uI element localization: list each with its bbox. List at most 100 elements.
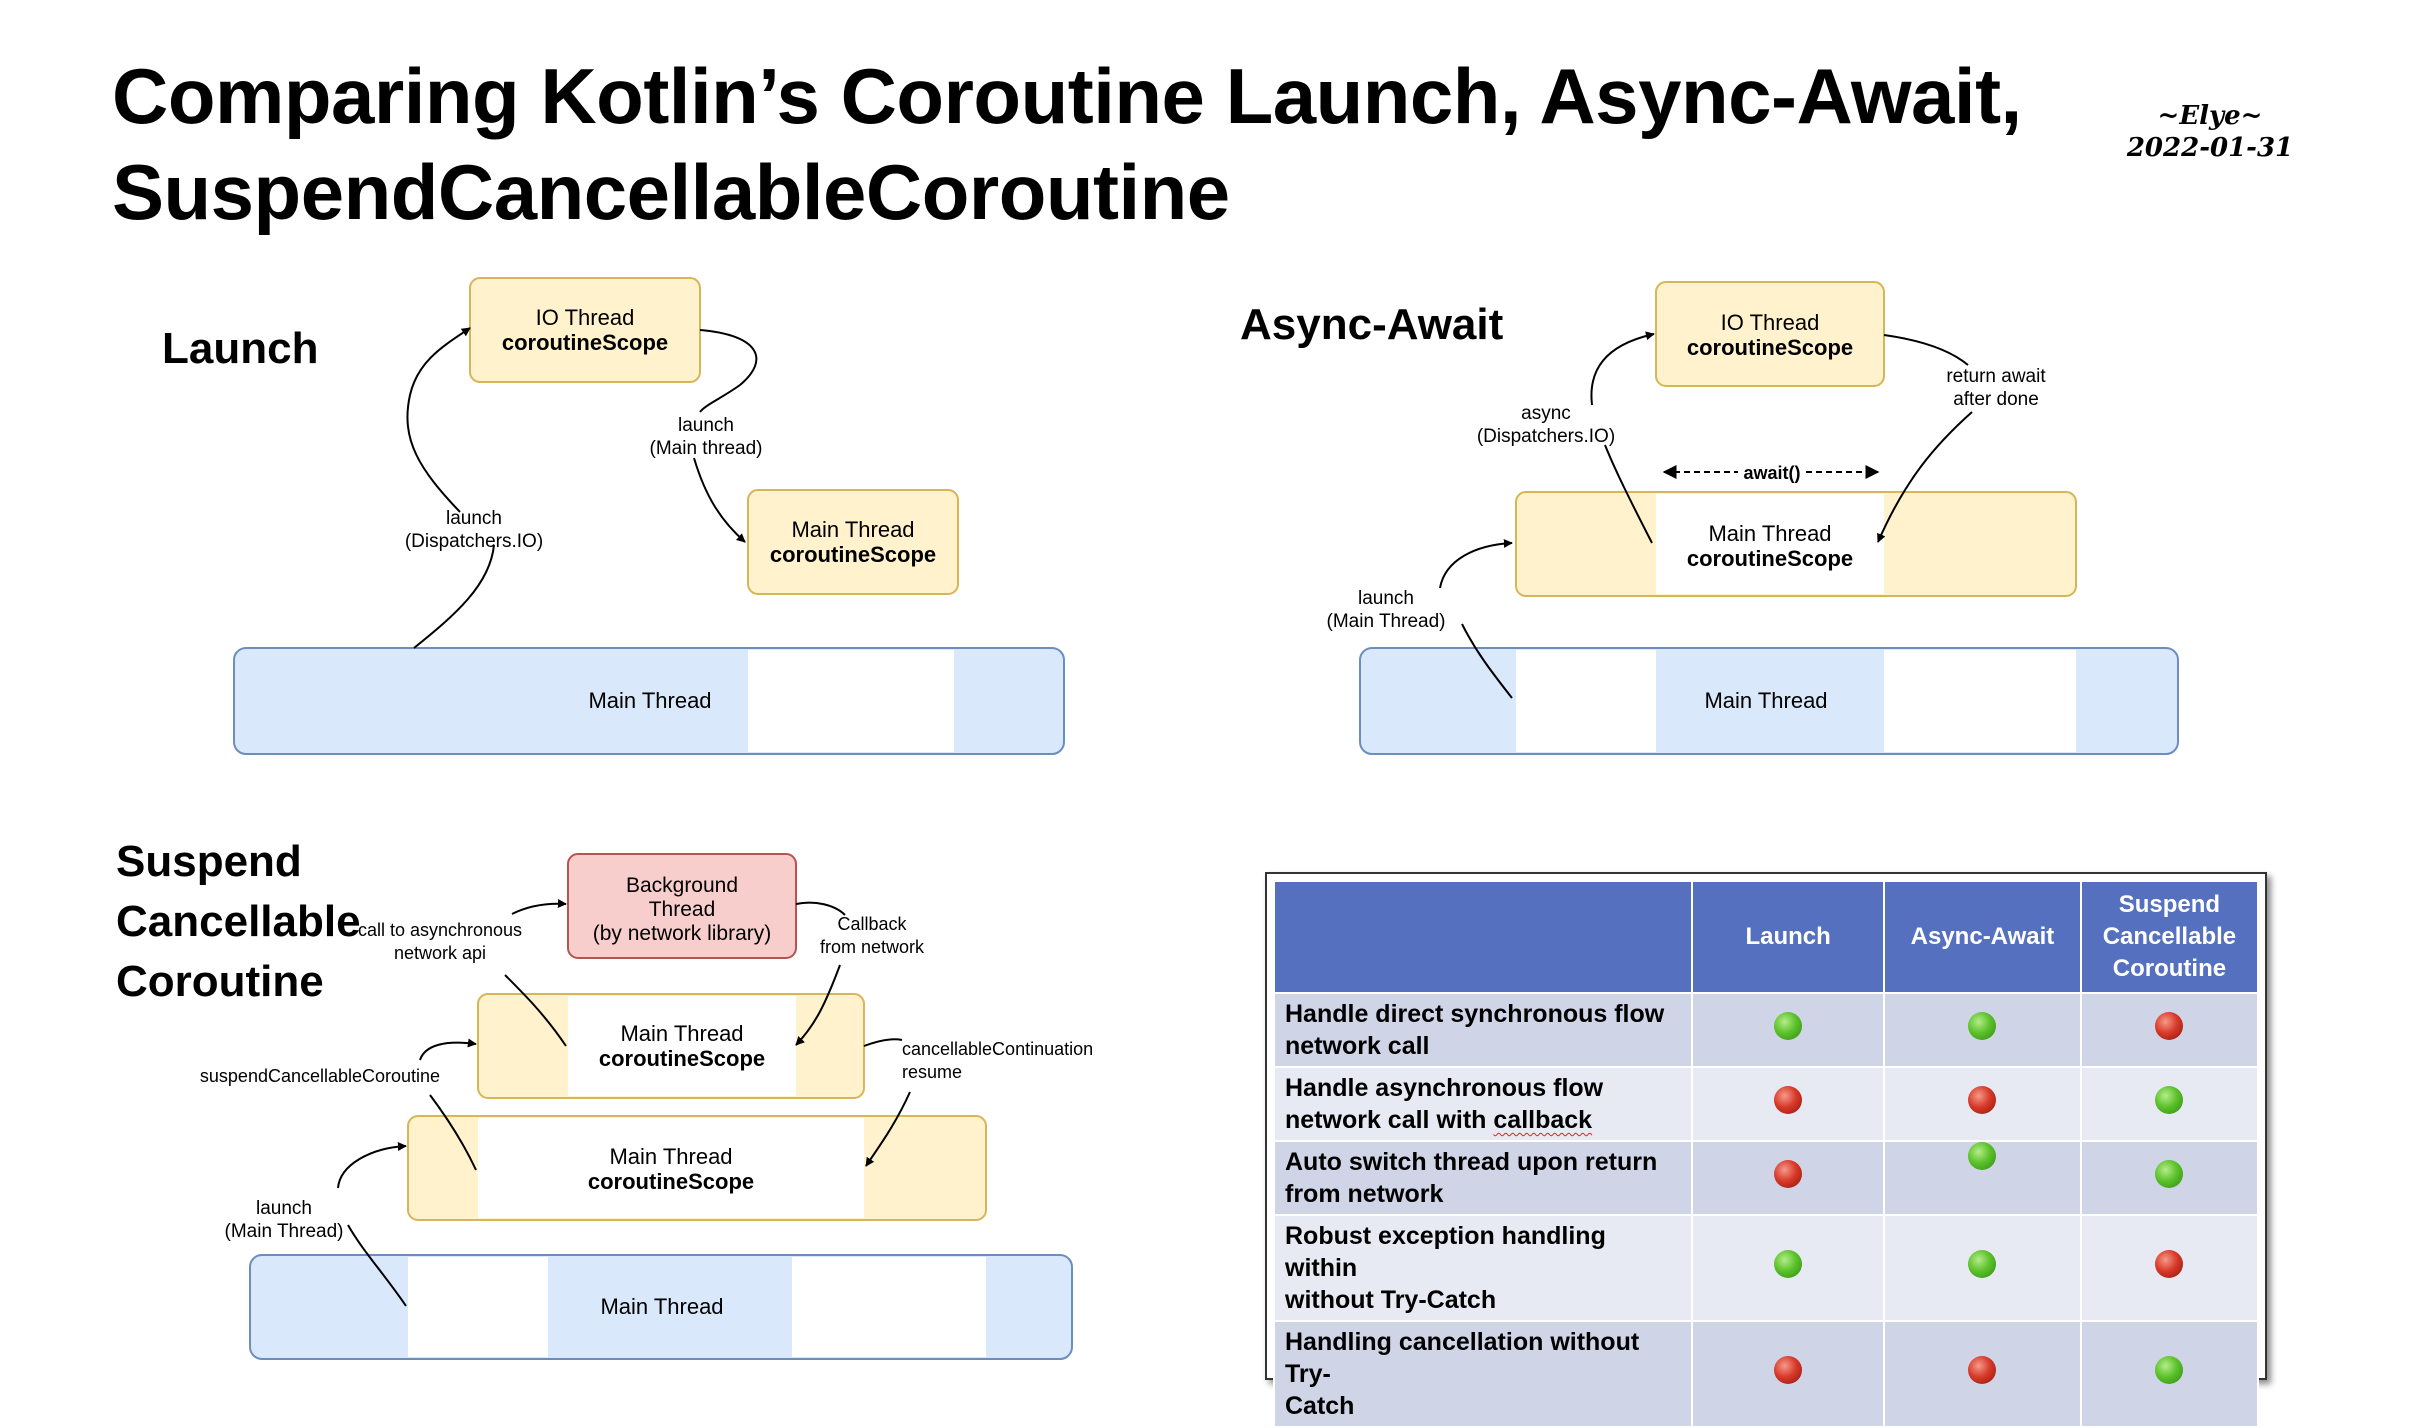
suspend-diagram: Main Thread Main Thread coroutineScope M… [200, 853, 1093, 1360]
async-arrow-launch-lower [1461, 623, 1513, 699]
async-return-line-2: after done [1953, 389, 2039, 410]
async-arrow-return-upper [1883, 334, 1969, 366]
launch-arrow-to-io [406, 327, 471, 513]
suspend-arrow-resume [865, 1091, 911, 1167]
suspend-cc-line-2: resume [902, 1062, 962, 1082]
async-arrow-return [1877, 411, 1973, 543]
async-label-line-2: (Dispatchers.IO) [1477, 426, 1615, 447]
suspend-cell [2079, 1140, 2260, 1216]
status-dot [1968, 1086, 1997, 1114]
launch-io-scope-box: IO Thread coroutineScope [469, 277, 701, 383]
async-launch-line-1: launch [1358, 588, 1414, 609]
status-dot [1774, 1250, 1803, 1278]
launch-arrow-main-upper [699, 329, 758, 413]
title-line-2: SuspendCancellableCoroutine [112, 148, 1230, 236]
async-cell [1883, 1140, 2082, 1216]
async-io-scope-box: IO Thread coroutineScope [1655, 281, 1885, 387]
suspend-arrow-resume-upper [863, 1038, 903, 1047]
suspend-cell [2079, 1066, 2260, 1142]
title-line-1: Comparing Kotlin’s Coroutine Launch, Asy… [112, 52, 2022, 140]
suspend-callback-line-1: Callback [837, 914, 907, 934]
header-async-await: Async-Await [1883, 880, 2082, 994]
status-dot [1774, 1356, 1803, 1384]
async-cell [1883, 1214, 2082, 1322]
async-label-line-1: async [1521, 403, 1571, 424]
suspend-cc-line-1: cancellableContinuation [902, 1039, 1093, 1059]
launch-cell [1691, 992, 1886, 1068]
author-name: ~Elye~ [2157, 101, 2263, 131]
async-arrow-launch [1439, 538, 1513, 589]
async-diagram: Main Thread Main Thread coroutineScope I… [1327, 281, 2179, 755]
launch-io-line-1: IO Thread [536, 305, 635, 330]
status-dot [1968, 1250, 1997, 1278]
launch-diagram: Main Thread IO Thread coroutineScope Mai… [233, 277, 1065, 755]
async-arrow-to-io [1590, 331, 1655, 406]
status-dot [1774, 1012, 1803, 1040]
comparison-table: Launch Async-Await Suspend Cancellable C… [1265, 872, 2267, 1428]
launch-cell [1691, 1214, 1886, 1322]
async-main-thread-bar: Main Thread [1359, 647, 2179, 755]
suspend-upper-scope-line-2: coroutineScope [599, 1046, 765, 1071]
table-header-row: Launch Async-Await Suspend Cancellable C… [1272, 880, 2260, 994]
launch-main-scope-line-2: coroutineScope [770, 542, 936, 567]
launch-arrow-io-lower [413, 544, 495, 649]
async-section-label: Async-Await [1240, 300, 1504, 349]
status-dot [1968, 1012, 1997, 1040]
suspend-launch-line-2: (Main Thread) [225, 1221, 344, 1242]
launch-arrow-to-main [693, 457, 746, 543]
launch-io-line-2: coroutineScope [502, 330, 668, 355]
header-suspend-cancellable: Suspend Cancellable Coroutine [2079, 880, 2260, 994]
async-cell [1883, 1320, 2082, 1428]
launch-main-scope-line-1: Main Thread [791, 517, 914, 542]
launch-to-main-line-1: launch [678, 415, 734, 436]
suspend-arrow-scc [419, 1038, 477, 1061]
status-dot [1968, 1142, 1997, 1170]
status-dot [2155, 1086, 2184, 1114]
status-dot [2155, 1012, 2184, 1040]
async-cell [1883, 992, 2082, 1068]
suspend-arrow-callback [795, 964, 841, 1046]
status-dot [1774, 1086, 1803, 1114]
async-io-line-1: IO Thread [1721, 310, 1820, 335]
async-main-thread-label: Main Thread [1704, 688, 1827, 713]
async-main-scope-line-2: coroutineScope [1687, 546, 1853, 571]
suspend-label-line-3: Coroutine [116, 957, 324, 1006]
status-dot [1774, 1160, 1803, 1188]
suspend-lower-scope-line-1: Main Thread [609, 1144, 732, 1169]
status-dot [1968, 1356, 1997, 1384]
suspend-arrow-launch [337, 1141, 407, 1189]
suspend-label-line-1: Suspend [116, 837, 302, 886]
suspend-arrow-launch-lower [347, 1224, 407, 1307]
launch-cell [1691, 1320, 1886, 1428]
status-dot [2155, 1250, 2184, 1278]
suspend-lower-scope-line-2: coroutineScope [588, 1169, 754, 1194]
async-main-scope-box: Main Thread coroutineScope [1515, 491, 2077, 597]
suspend-cell [2079, 1214, 2260, 1322]
async-main-scope-line-1: Main Thread [1708, 521, 1831, 546]
suspend-section-label: Suspend Cancellable Coroutine [116, 832, 361, 1012]
header-feature [1272, 880, 1694, 994]
suspend-upper-scope-box: Main Thread coroutineScope [477, 993, 865, 1099]
launch-to-io-line-1: launch [446, 508, 502, 529]
suspend-bg-line-1: Background [626, 874, 738, 897]
async-await-label: await() [1743, 463, 1800, 483]
feature-cell: Handling cancellation without Try-Catch [1272, 1320, 1694, 1428]
launch-section-label: Launch [162, 324, 319, 373]
suspend-bg-line-2: Thread [649, 898, 716, 921]
suspend-arrow-scc-lower [429, 1094, 477, 1171]
launch-main-thread-bar: Main Thread [233, 647, 1065, 755]
suspend-cell [2079, 992, 2260, 1068]
author-date: 2022-01-31 [2126, 133, 2294, 163]
header-launch: Launch [1691, 880, 1886, 994]
async-return-line-1: return await [1946, 366, 2046, 387]
launch-to-main-line-2: (Main thread) [650, 438, 763, 459]
suspend-arrow-call [511, 899, 567, 915]
suspend-callback-line-2: from network [820, 937, 925, 957]
suspend-arrow-callback-upper [795, 901, 846, 916]
suspend-call-line-2: network api [394, 943, 486, 963]
launch-main-thread-label: Main Thread [588, 688, 711, 713]
